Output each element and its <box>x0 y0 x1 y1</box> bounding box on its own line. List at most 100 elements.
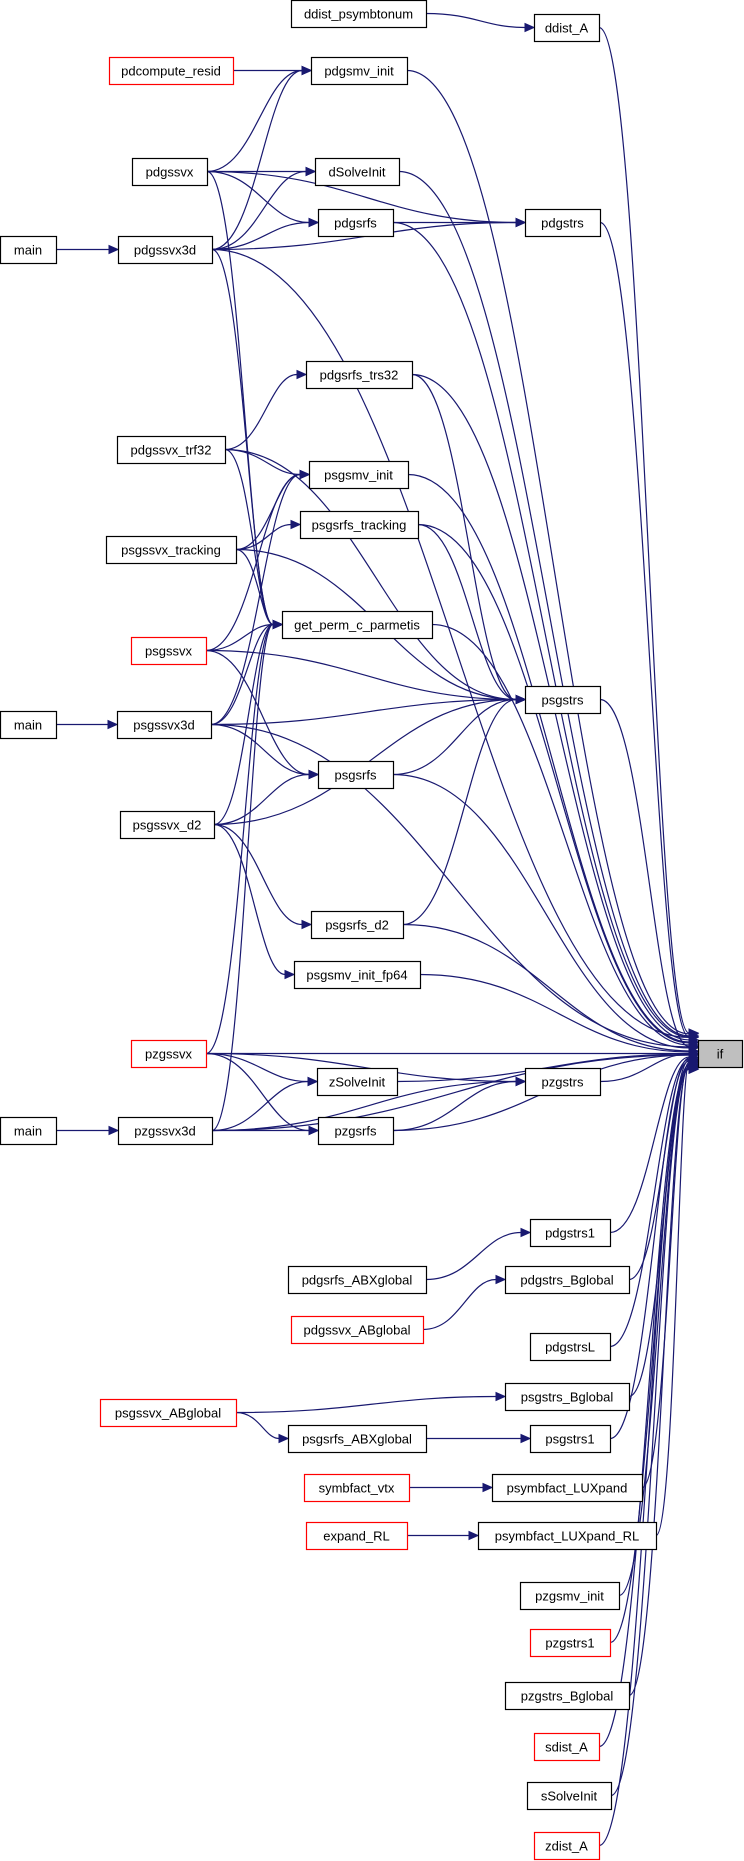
node-pdgsrfs-trs32[interactable]: pdgsrfs_trs32 <box>305 360 414 390</box>
node-pdgsrfs[interactable]: pdgsrfs <box>317 208 395 238</box>
node-box[interactable] <box>287 1265 428 1295</box>
node-psgssvx3d[interactable]: psgssvx3d <box>116 710 213 740</box>
node-pzgsmv-init[interactable]: pzgsmv_init <box>519 1581 621 1611</box>
node-box[interactable] <box>290 0 428 29</box>
node-box[interactable] <box>310 910 405 940</box>
node-box[interactable] <box>529 1218 612 1248</box>
node-psymbfact-LUXpand[interactable]: psymbfact_LUXpand <box>491 1473 644 1503</box>
node-box[interactable] <box>99 1398 238 1428</box>
node-psgsrfs-d2[interactable]: psgsrfs_d2 <box>310 910 405 940</box>
node-box[interactable] <box>130 1039 208 1069</box>
node-main3[interactable]: main <box>0 1116 58 1146</box>
node-box[interactable] <box>290 1315 425 1345</box>
node-box[interactable] <box>504 1681 631 1711</box>
node-box[interactable] <box>0 235 58 265</box>
node-pzgstrs1[interactable]: pzgstrs1 <box>529 1628 612 1658</box>
node-pdgsmv-init[interactable]: pdgsmv_init <box>310 56 409 86</box>
node-psgstrs1[interactable]: psgstrs1 <box>529 1424 612 1454</box>
node-main2[interactable]: main <box>0 710 58 740</box>
node-if[interactable]: if <box>697 1039 744 1069</box>
node-box[interactable] <box>491 1473 644 1503</box>
node-symbfact-vtx[interactable]: symbfact_vtx <box>303 1473 411 1503</box>
node-box[interactable] <box>117 1116 214 1146</box>
node-box[interactable] <box>317 208 395 238</box>
node-box[interactable] <box>529 1628 612 1658</box>
node-pdgssvx-trf32[interactable]: pdgssvx_trf32 <box>116 435 227 465</box>
node-main1[interactable]: main <box>0 235 58 265</box>
node-sdist-A[interactable]: sdist_A <box>533 1732 601 1762</box>
node-zSolveInit[interactable]: zSolveInit <box>316 1067 399 1097</box>
node-box[interactable] <box>305 360 414 390</box>
node-box[interactable] <box>0 1116 58 1146</box>
node-box[interactable] <box>105 535 238 565</box>
node-box[interactable] <box>316 1067 399 1097</box>
node-pdgssvx3d[interactable]: pdgssvx3d <box>117 235 214 265</box>
node-box[interactable] <box>697 1039 744 1069</box>
node-pzgstrs[interactable]: pzgstrs <box>524 1067 602 1097</box>
node-psgsmv-init[interactable]: psgsmv_init <box>308 460 410 490</box>
node-pdgsrfs-ABXglobal[interactable]: pdgsrfs_ABXglobal <box>287 1265 428 1295</box>
node-psgssvx-ABglobal[interactable]: psgssvx_ABglobal <box>99 1398 238 1428</box>
node-box[interactable] <box>108 56 235 86</box>
node-box[interactable] <box>477 1521 658 1551</box>
node-psymbfact-LUXpand-RL[interactable]: psymbfact_LUXpand_RL <box>477 1521 658 1551</box>
node-box[interactable] <box>529 1424 612 1454</box>
node-box[interactable] <box>305 1521 409 1551</box>
node-box[interactable] <box>0 710 58 740</box>
node-box[interactable] <box>131 157 209 187</box>
node-ddist-psymbtonum[interactable]: ddist_psymbtonum <box>290 0 428 29</box>
node-box[interactable] <box>293 960 422 990</box>
node-box[interactable] <box>504 1382 631 1412</box>
node-psgstrs[interactable]: psgstrs <box>524 685 602 715</box>
node-pzgstrs-Bglobal[interactable]: pzgstrs_Bglobal <box>504 1681 631 1711</box>
node-expand-RL[interactable]: expand_RL <box>305 1521 409 1551</box>
node-psgsrfs-tracking[interactable]: psgsrfs_tracking <box>299 510 420 540</box>
node-pdgstrs-Bglobal[interactable]: pdgstrs_Bglobal <box>504 1265 631 1295</box>
node-psgssvx-tracking[interactable]: psgssvx_tracking <box>105 535 238 565</box>
node-box[interactable] <box>533 13 601 43</box>
node-box[interactable] <box>119 810 216 840</box>
node-box[interactable] <box>116 710 213 740</box>
node-box[interactable] <box>533 1732 601 1762</box>
node-box[interactable] <box>303 1473 411 1503</box>
node-box[interactable] <box>281 610 434 640</box>
node-box[interactable] <box>519 1581 621 1611</box>
node-dSolveInit[interactable]: dSolveInit <box>314 157 401 187</box>
node-ddist-A[interactable]: ddist_A <box>533 13 601 43</box>
node-box[interactable] <box>299 510 420 540</box>
node-box[interactable] <box>526 1781 613 1811</box>
node-pdgstrs[interactable]: pdgstrs <box>524 208 602 238</box>
node-box[interactable] <box>529 1332 612 1362</box>
node-box[interactable] <box>314 157 401 187</box>
node-pdgstrs1[interactable]: pdgstrs1 <box>529 1218 612 1248</box>
node-psgssvx-d2[interactable]: psgssvx_d2 <box>119 810 216 840</box>
node-pzgssvx3d[interactable]: pzgssvx3d <box>117 1116 214 1146</box>
node-sSolveInit[interactable]: sSolveInit <box>526 1781 613 1811</box>
node-psgssvx[interactable]: psgssvx <box>130 636 208 666</box>
node-box[interactable] <box>504 1265 631 1295</box>
node-box[interactable] <box>308 460 410 490</box>
node-psgsrfs[interactable]: psgsrfs <box>317 760 395 790</box>
node-psgsrfs-ABXglobal[interactable]: psgsrfs_ABXglobal <box>287 1424 428 1454</box>
node-box[interactable] <box>533 1831 601 1861</box>
node-psgsmv-init-fp64[interactable]: psgsmv_init_fp64 <box>293 960 422 990</box>
node-pzgssvx[interactable]: pzgssvx <box>130 1039 208 1069</box>
node-box[interactable] <box>130 636 208 666</box>
node-pdcompute-resid[interactable]: pdcompute_resid <box>108 56 235 86</box>
node-box[interactable] <box>287 1424 428 1454</box>
node-box[interactable] <box>117 235 214 265</box>
node-box[interactable] <box>524 1067 602 1097</box>
node-box[interactable] <box>317 760 395 790</box>
node-pzgsrfs[interactable]: pzgsrfs <box>317 1116 395 1146</box>
node-box[interactable] <box>524 208 602 238</box>
node-box[interactable] <box>116 435 227 465</box>
node-get-perm-c-parmetis[interactable]: get_perm_c_parmetis <box>281 610 434 640</box>
node-pdgssvx-ABglobal[interactable]: pdgssvx_ABglobal <box>290 1315 425 1345</box>
node-box[interactable] <box>524 685 602 715</box>
node-box[interactable] <box>310 56 409 86</box>
node-box[interactable] <box>317 1116 395 1146</box>
node-pdgssvx[interactable]: pdgssvx <box>131 157 209 187</box>
node-psgstrs-Bglobal[interactable]: psgstrs_Bglobal <box>504 1382 631 1412</box>
node-pdgstrsL[interactable]: pdgstrsL <box>529 1332 612 1362</box>
node-zdist-A[interactable]: zdist_A <box>533 1831 601 1861</box>
